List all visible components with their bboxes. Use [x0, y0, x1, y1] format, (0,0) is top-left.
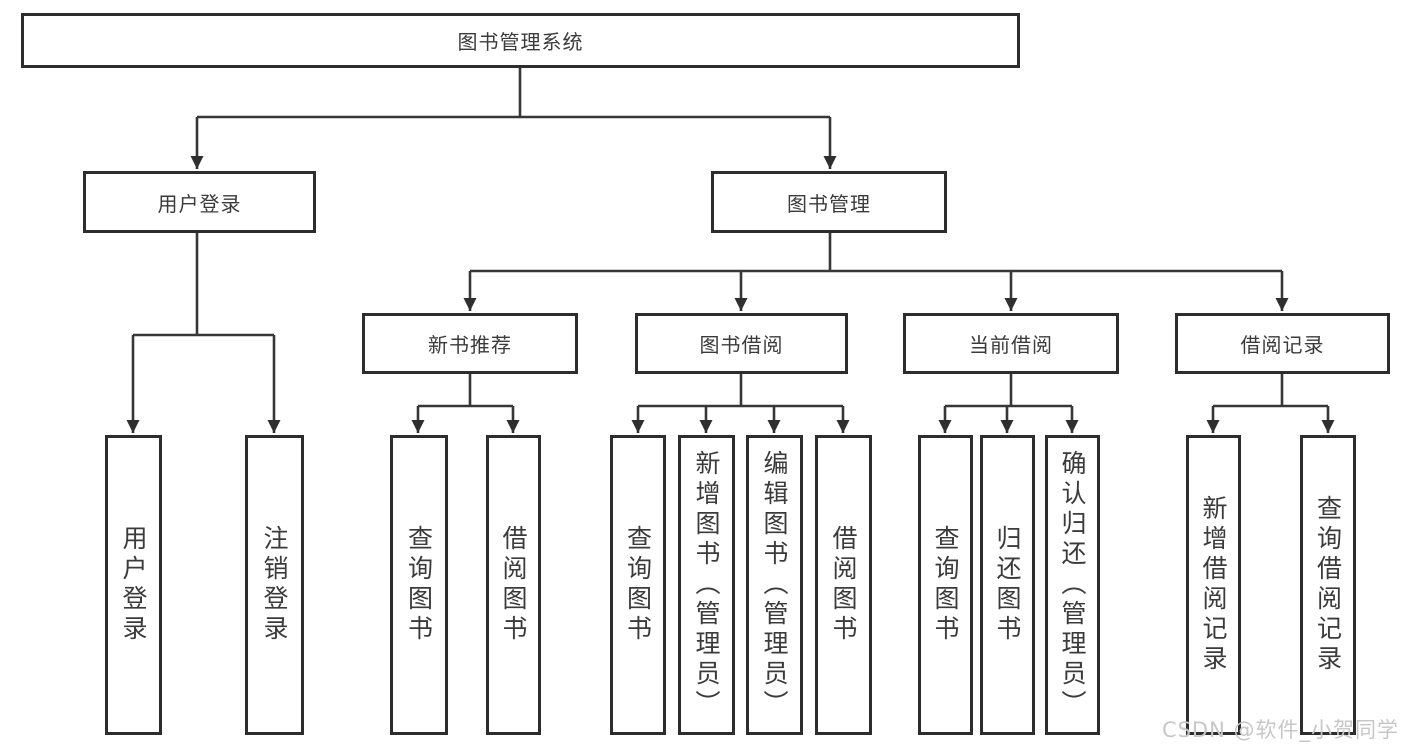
leaf-borrow-books-borrow: 借阅图书 — [815, 435, 872, 735]
leaf-logout: 注销登录 — [245, 435, 304, 735]
leaf-add-books-admin: 新增图书（管理员） — [678, 435, 735, 735]
node-library-management-system: 图书管理系统 — [21, 13, 1020, 68]
leaf-query-books-current: 查询图书 — [918, 435, 973, 735]
leaf-return-books: 归还图书 — [980, 435, 1035, 735]
csdn-watermark: CSDN @软件_小贺同学 — [1161, 718, 1399, 742]
leaf-user-login: 用户登录 — [105, 435, 162, 735]
node-current-borrowing: 当前借阅 — [903, 313, 1119, 374]
leaf-add-borrow-record: 新增借阅记录 — [1186, 435, 1241, 735]
leaf-query-books-rec: 查询图书 — [390, 435, 448, 735]
elbow-book-mgmt — [470, 233, 1282, 273]
node-user-login: 用户登录 — [83, 171, 316, 233]
elbow-new-book-rec — [418, 374, 513, 408]
node-book-borrowing: 图书借阅 — [635, 313, 848, 374]
elbow-book-borrow — [638, 374, 843, 408]
elbow-root — [197, 68, 830, 119]
leaf-edit-books-admin: 编辑图书（管理员） — [746, 435, 803, 735]
leaf-query-borrow-record: 查询借阅记录 — [1300, 435, 1356, 735]
node-new-book-recommendation: 新书推荐 — [362, 313, 578, 374]
leaf-query-books-borrow: 查询图书 — [610, 435, 666, 735]
node-book-management: 图书管理 — [711, 171, 947, 233]
elbow-borrow-record — [1213, 374, 1328, 408]
elbow-user-login — [133, 233, 274, 337]
elbow-current-borrow — [945, 374, 1072, 408]
leaf-borrow-books-rec: 借阅图书 — [486, 435, 541, 735]
leaf-confirm-return-admin: 确认归还（管理员） — [1045, 435, 1100, 735]
node-borrowing-records: 借阅记录 — [1175, 313, 1390, 374]
